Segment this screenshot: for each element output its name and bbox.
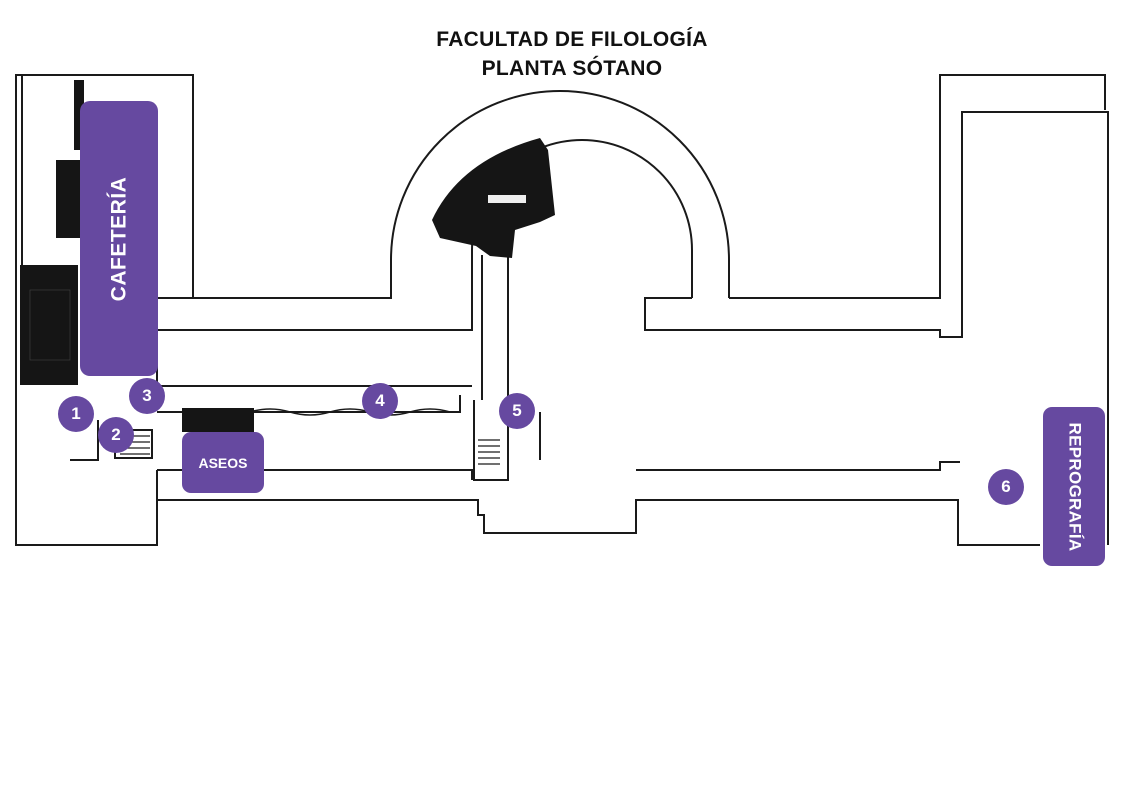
cafeteria-label: CAFETERÍA bbox=[80, 101, 158, 376]
aseos-label: ASEOS bbox=[182, 432, 264, 493]
cafeteria-service-strip bbox=[56, 160, 80, 238]
marker-4: 4 bbox=[362, 383, 398, 419]
reprografia-label: REPROGRAFÍA bbox=[1043, 407, 1105, 566]
central-shaft-bottom bbox=[473, 400, 509, 481]
upper-corridor-left-bottom bbox=[156, 340, 472, 387]
cafeteria-label-text: CAFETERÍA bbox=[107, 176, 131, 301]
reprografia-label-text: REPROGRAFÍA bbox=[1065, 422, 1085, 551]
marker-1: 1 bbox=[58, 396, 94, 432]
cafeteria-top-strip bbox=[74, 80, 84, 150]
upper-corridor-right-inner bbox=[644, 111, 1109, 545]
cafeteria-counter-dark bbox=[20, 265, 78, 385]
left-wing-west-wall bbox=[15, 74, 158, 546]
lower-corridor-mid bbox=[157, 461, 960, 480]
central-shaft bbox=[481, 255, 509, 400]
marker-2: 2 bbox=[98, 417, 134, 453]
map-title: FACULTAD DE FILOLOGÍA bbox=[436, 28, 708, 51]
upper-corridor-left-top bbox=[157, 297, 473, 331]
hemicycle-outer-arc bbox=[390, 90, 730, 298]
marker-6: 6 bbox=[988, 469, 1024, 505]
lower-corridor-top bbox=[157, 395, 541, 460]
lower-corridor-bottom bbox=[157, 499, 1040, 546]
map-subtitle: PLANTA SÓTANO bbox=[481, 57, 663, 80]
corridor-wavy-wall bbox=[249, 408, 451, 416]
restroom-fixtures bbox=[182, 408, 254, 432]
aseos-label-text: ASEOS bbox=[198, 454, 248, 471]
marker-3: 3 bbox=[129, 378, 165, 414]
upper-corridor-right bbox=[729, 74, 1106, 299]
marker-5: 5 bbox=[499, 393, 535, 429]
